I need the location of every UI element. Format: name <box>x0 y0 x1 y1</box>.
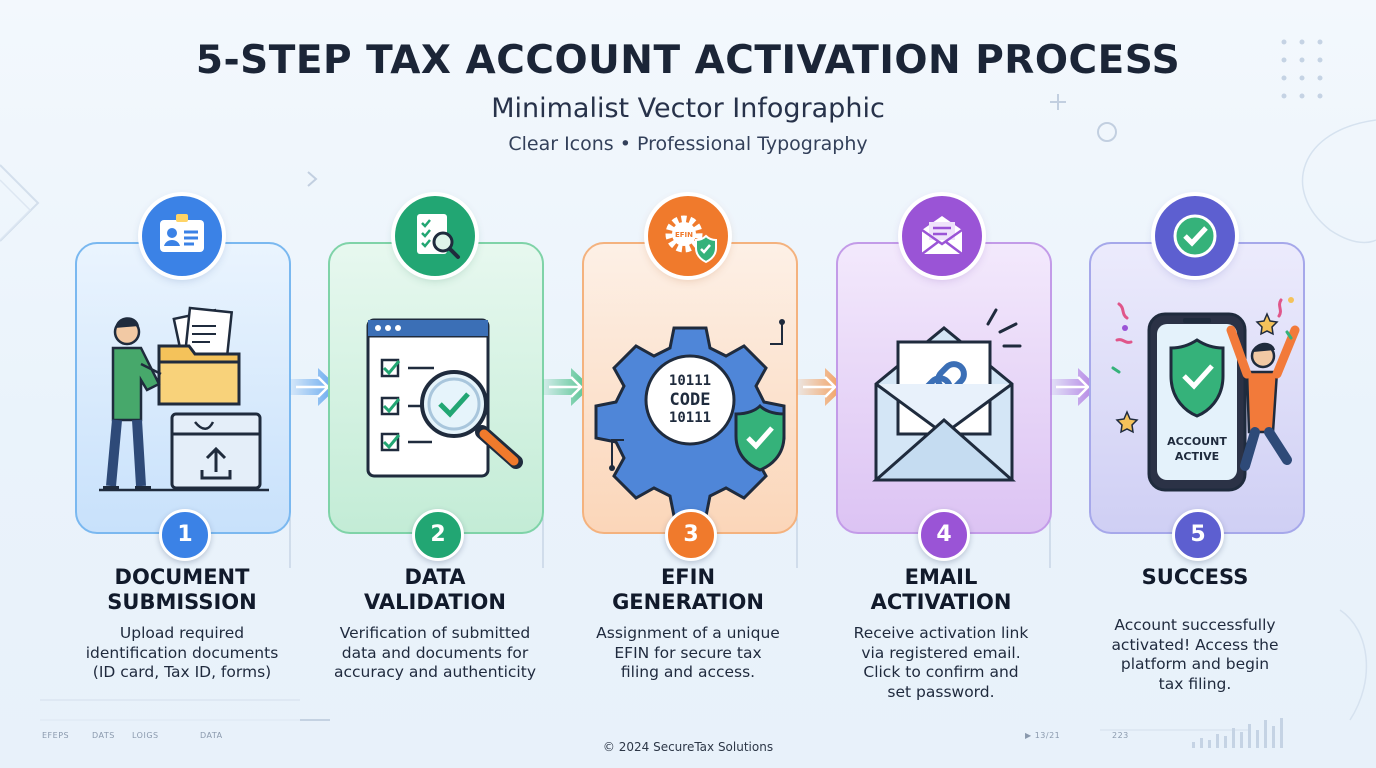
checklist-magnifier-icon <box>417 214 460 259</box>
decor-label-3: LOIGS <box>132 731 159 740</box>
step-card-4 <box>836 242 1052 534</box>
svg-text:10111: 10111 <box>669 373 711 389</box>
step-3-icon-badge: EFIN <box>648 196 728 276</box>
page-tagline: Clear Icons • Professional Typography <box>508 133 868 155</box>
svg-text:EFIN: EFIN <box>675 231 693 239</box>
data-validation-illustration <box>366 318 523 478</box>
gear-shield-icon: EFIN <box>665 215 717 264</box>
page-subtitle: Minimalist Vector Infographic <box>491 93 885 124</box>
step-card-3: 10111 CODE 10111 <box>582 242 798 534</box>
step-5-icon-badge <box>1155 196 1235 276</box>
arrow-4-to-5 <box>1050 368 1098 406</box>
envelope-icon <box>921 216 963 255</box>
decor-label-1: EFEPS <box>42 731 70 740</box>
email-activation-illustration <box>872 308 1022 482</box>
step-5-number: 5 <box>1172 509 1224 561</box>
step-2-number: 2 <box>412 509 464 561</box>
svg-text:ACCOUNT: ACCOUNT <box>1167 435 1227 448</box>
svg-text:ACTIVE: ACTIVE <box>1175 450 1219 463</box>
document-upload-illustration <box>99 306 269 492</box>
id-card-icon <box>160 214 204 252</box>
step-5-title: SUCCESS <box>1141 565 1249 589</box>
decor-label-6: 223 <box>1112 731 1129 740</box>
step-4-icon-badge <box>902 196 982 276</box>
step-card-1 <box>75 242 291 534</box>
step-4-number: 4 <box>918 509 970 561</box>
step-3-number: 3 <box>665 509 717 561</box>
efin-generation-illustration: 10111 CODE 10111 <box>594 319 786 518</box>
arrow-2-to-3 <box>543 368 591 406</box>
success-illustration: ACCOUNT ACTIVE <box>1111 297 1300 492</box>
decor-label-2: DATS <box>92 731 115 740</box>
step-2-icon-badge <box>395 196 475 276</box>
svg-text:CODE: CODE <box>670 390 711 410</box>
decor-label-4: DATA <box>200 731 223 740</box>
footer-copyright: © 2024 SecureTax Solutions <box>602 740 774 754</box>
step-card-2 <box>328 242 544 534</box>
step-1-number: 1 <box>159 509 211 561</box>
step-1-icon-badge <box>142 196 222 276</box>
arrow-3-to-4 <box>797 368 845 406</box>
svg-text:10111: 10111 <box>669 410 711 426</box>
step-card-5: ACCOUNT ACTIVE <box>1089 242 1305 534</box>
check-badge-icon <box>1173 214 1217 258</box>
decor-label-5: ▶ 13/21 <box>1025 731 1061 740</box>
page-title: 5-STEP TAX ACCOUNT ACTIVATION PROCESS <box>195 38 1181 83</box>
